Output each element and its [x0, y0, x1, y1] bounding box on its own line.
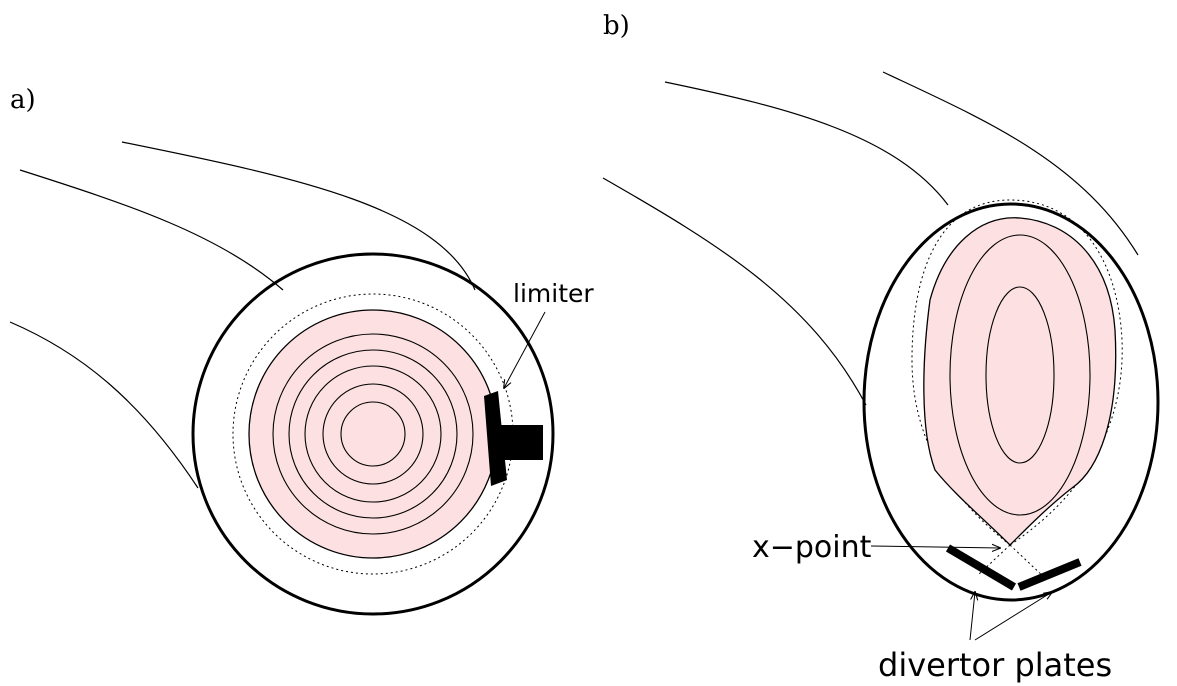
limiter	[484, 391, 543, 486]
panel-b-label: b)	[603, 11, 630, 41]
field-line	[121, 141, 476, 291]
xpoint-arrow	[870, 546, 1000, 548]
vessel-wall	[862, 202, 1160, 602]
xpoint-label: x−point	[752, 530, 872, 565]
plasma-core	[248, 309, 498, 559]
flux-surface	[985, 286, 1055, 464]
plasma-core	[923, 217, 1117, 546]
divertor-label: divertor plates	[878, 646, 1112, 684]
divertor-plate-right	[1017, 558, 1082, 591]
divertor-arrow-right	[974, 592, 1052, 641]
divertor-arrow-left	[969, 592, 975, 641]
panel-a-label: a)	[10, 85, 36, 115]
flux-surface	[288, 349, 458, 519]
divertor-plate-left	[945, 544, 1017, 591]
panel-b: b) x−point divertor plates	[602, 11, 1160, 684]
limiter-arrow	[504, 311, 546, 388]
field-line	[19, 169, 284, 291]
field-line	[882, 71, 1139, 256]
field-line	[9, 321, 199, 489]
flux-surface	[949, 234, 1091, 516]
flux-surface	[322, 383, 424, 485]
flux-surface	[340, 401, 406, 467]
limiter-label: limiter	[513, 279, 594, 308]
field-line	[602, 177, 867, 406]
panel-a: a) limiter	[9, 85, 594, 616]
separatrix-leg	[1009, 544, 1046, 579]
flux-surface	[304, 365, 442, 503]
flux-surface	[272, 333, 474, 535]
vessel-wall	[191, 252, 555, 616]
field-line	[664, 81, 949, 206]
separatrix	[911, 199, 1123, 546]
